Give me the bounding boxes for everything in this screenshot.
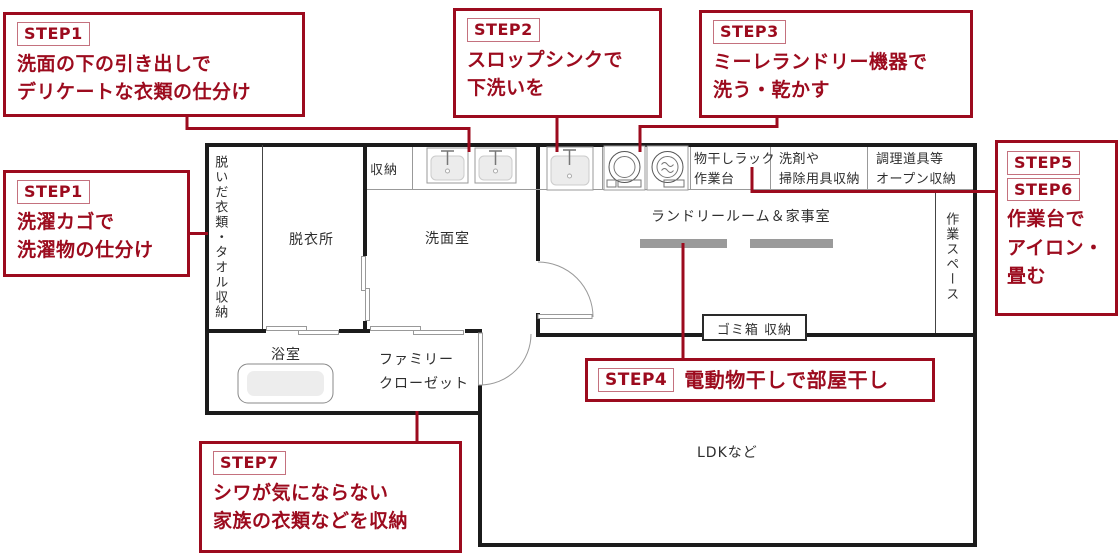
label-trash-storage: ゴミ箱 収納	[702, 314, 807, 341]
label-ldk: LDKなど	[697, 445, 758, 461]
step-badge: STEP5	[1007, 151, 1080, 175]
callout-step7: STEP7 シワが気にならない 家族の衣類などを収納	[199, 441, 462, 553]
dryer-icon	[646, 145, 689, 191]
step-badge: STEP7	[213, 451, 286, 475]
callout-text: 電動物干しで部屋干し	[684, 368, 889, 392]
washing-machine-icon	[603, 145, 646, 191]
callout-text: デリケートな衣類の仕分け	[17, 81, 252, 104]
callout-text: 下洗いを	[467, 77, 546, 100]
step-badge: STEP1	[17, 180, 90, 204]
step-badge: STEP1	[17, 22, 90, 46]
label-detergent-line2: 掃除用具収納	[779, 172, 861, 187]
callout-text: ミーレランドリー機器で	[713, 50, 928, 73]
label-washroom: 洗面室	[425, 231, 470, 247]
callout-text: 洗面の下の引き出しで	[17, 52, 212, 75]
sink-icon	[426, 147, 517, 184]
label-cooking-tools-line2: オープン収納	[876, 172, 957, 187]
callout-text: 作業台で	[1007, 208, 1086, 231]
callout-text: 畳む	[1007, 265, 1047, 288]
label-dressing-room: 脱衣所	[289, 232, 334, 248]
label-bathroom: 浴室	[271, 347, 301, 363]
label-laundry-room: ランドリールーム＆家事室	[651, 209, 831, 225]
label-family-closet-line2: クローゼット	[379, 376, 469, 392]
callout-step5-6: STEP5 STEP6 作業台で アイロン・ 畳む	[995, 140, 1118, 316]
label-drying-rack: 物干しラック	[694, 152, 776, 167]
callout-text: 洗濯カゴで	[17, 210, 115, 233]
callout-step4: STEP4 電動物干しで部屋干し	[585, 358, 935, 402]
callout-text: アイロン・	[1007, 236, 1104, 259]
step-badge: STEP3	[713, 20, 786, 44]
step-badge: STEP2	[467, 18, 540, 42]
label-family-closet-line1: ファミリー	[379, 352, 454, 368]
swing-door-icon	[478, 261, 594, 386]
label-work-space: 作業スペース	[943, 212, 959, 302]
label-cooking-tools-line1: 調理道具等	[876, 152, 944, 167]
step-badge: STEP6	[1007, 177, 1080, 202]
bathtub-icon	[237, 363, 334, 404]
slop-sink-icon	[546, 146, 594, 191]
label-storage: 収納	[370, 163, 399, 178]
label-detergent-line1: 洗剤や	[779, 152, 820, 167]
callout-text: 洗う・乾かす	[713, 79, 831, 102]
drying-pole	[640, 239, 833, 248]
callout-text: 家族の衣類などを収納	[213, 510, 409, 533]
callout-text: 洗濯物の仕分け	[17, 239, 154, 262]
callout-step1-top: STEP1 洗面の下の引き出しで デリケートな衣類の仕分け	[3, 12, 305, 117]
callout-text: スロップシンクで	[467, 48, 624, 71]
sliding-door-icon	[266, 256, 465, 335]
step-badge: STEP4	[598, 367, 675, 393]
label-undressed-clothes-storage: 脱いだ衣類・タオル収納	[212, 155, 228, 320]
callout-step1-left: STEP1 洗濯カゴで 洗濯物の仕分け	[3, 170, 190, 277]
label-work-counter: 作業台	[694, 172, 735, 187]
callout-step2: STEP2 スロップシンクで 下洗いを	[453, 8, 662, 118]
connector-lines	[185, 114, 996, 443]
callout-step3: STEP3 ミーレランドリー機器で 洗う・乾かす	[699, 10, 973, 118]
callout-text: シワが気にならない	[213, 481, 389, 504]
